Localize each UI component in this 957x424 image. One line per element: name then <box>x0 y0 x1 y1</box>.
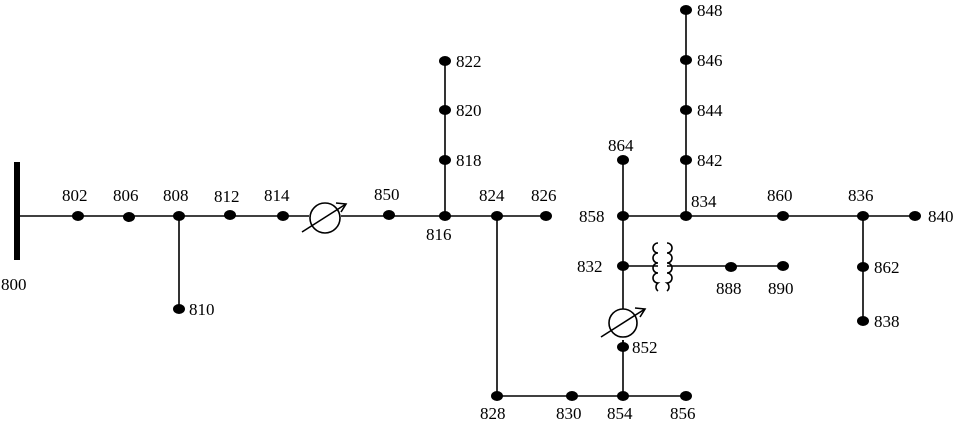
node-834 <box>680 211 692 221</box>
node-824 <box>491 211 503 221</box>
label-826: 826 <box>531 186 557 205</box>
node-806 <box>123 212 135 222</box>
node-820 <box>439 105 451 115</box>
node-808 <box>173 211 185 221</box>
label-844: 844 <box>697 101 723 120</box>
node-816 <box>439 211 451 221</box>
label-852: 852 <box>632 338 658 357</box>
node-856 <box>680 391 692 401</box>
label-838: 838 <box>874 312 900 331</box>
node-802 <box>72 211 84 221</box>
label-854: 854 <box>607 404 633 423</box>
label-828: 828 <box>480 404 506 423</box>
label-812: 812 <box>214 187 240 206</box>
node-852 <box>617 342 629 352</box>
node-890 <box>777 261 789 271</box>
voltage-regulator-icon <box>301 202 348 234</box>
label-806: 806 <box>113 186 139 205</box>
node-864 <box>617 155 629 165</box>
node-812 <box>224 210 236 220</box>
label-816: 816 <box>426 225 452 244</box>
label-824: 824 <box>479 186 505 205</box>
node-838 <box>857 316 869 326</box>
node-830 <box>566 391 578 401</box>
label-818: 818 <box>456 151 482 170</box>
label-802: 802 <box>62 186 88 205</box>
node-826 <box>540 211 552 221</box>
node-860 <box>777 211 789 221</box>
node-842 <box>680 155 692 165</box>
node-836 <box>857 211 869 221</box>
node-888 <box>725 262 737 272</box>
label-888: 888 <box>716 279 742 298</box>
label-850: 850 <box>374 185 400 204</box>
label-814: 814 <box>264 186 290 205</box>
node-848 <box>680 5 692 15</box>
node-858 <box>617 211 629 221</box>
bus-nodes <box>72 5 921 401</box>
label-862: 862 <box>874 258 900 277</box>
voltage-regulator-icon <box>600 307 647 338</box>
node-810 <box>173 304 185 314</box>
label-808: 808 <box>163 186 189 205</box>
node-822 <box>439 56 451 66</box>
node-854 <box>617 391 629 401</box>
label-860: 860 <box>767 186 793 205</box>
label-800: 800 <box>1 275 27 294</box>
node-814 <box>277 211 289 221</box>
node-850 <box>383 210 395 220</box>
node-818 <box>439 155 451 165</box>
transformer-icon <box>652 242 673 292</box>
label-846: 846 <box>697 51 723 70</box>
label-890: 890 <box>768 279 794 298</box>
label-822: 822 <box>456 52 482 71</box>
node-846 <box>680 55 692 65</box>
node-840 <box>909 211 921 221</box>
label-810: 810 <box>189 300 215 319</box>
label-820: 820 <box>456 101 482 120</box>
label-840: 840 <box>928 207 954 226</box>
label-848: 848 <box>697 1 723 20</box>
node-832 <box>617 261 629 271</box>
label-830: 830 <box>556 404 582 423</box>
node-844 <box>680 105 692 115</box>
label-858: 858 <box>579 207 605 226</box>
node-862 <box>857 262 869 272</box>
label-842: 842 <box>697 151 723 170</box>
feeder-lines <box>17 10 915 397</box>
label-836: 836 <box>848 186 874 205</box>
label-856: 856 <box>670 404 696 423</box>
label-832: 832 <box>577 257 603 276</box>
node-828 <box>491 391 503 401</box>
label-834: 834 <box>691 192 717 211</box>
label-864: 864 <box>608 136 634 155</box>
